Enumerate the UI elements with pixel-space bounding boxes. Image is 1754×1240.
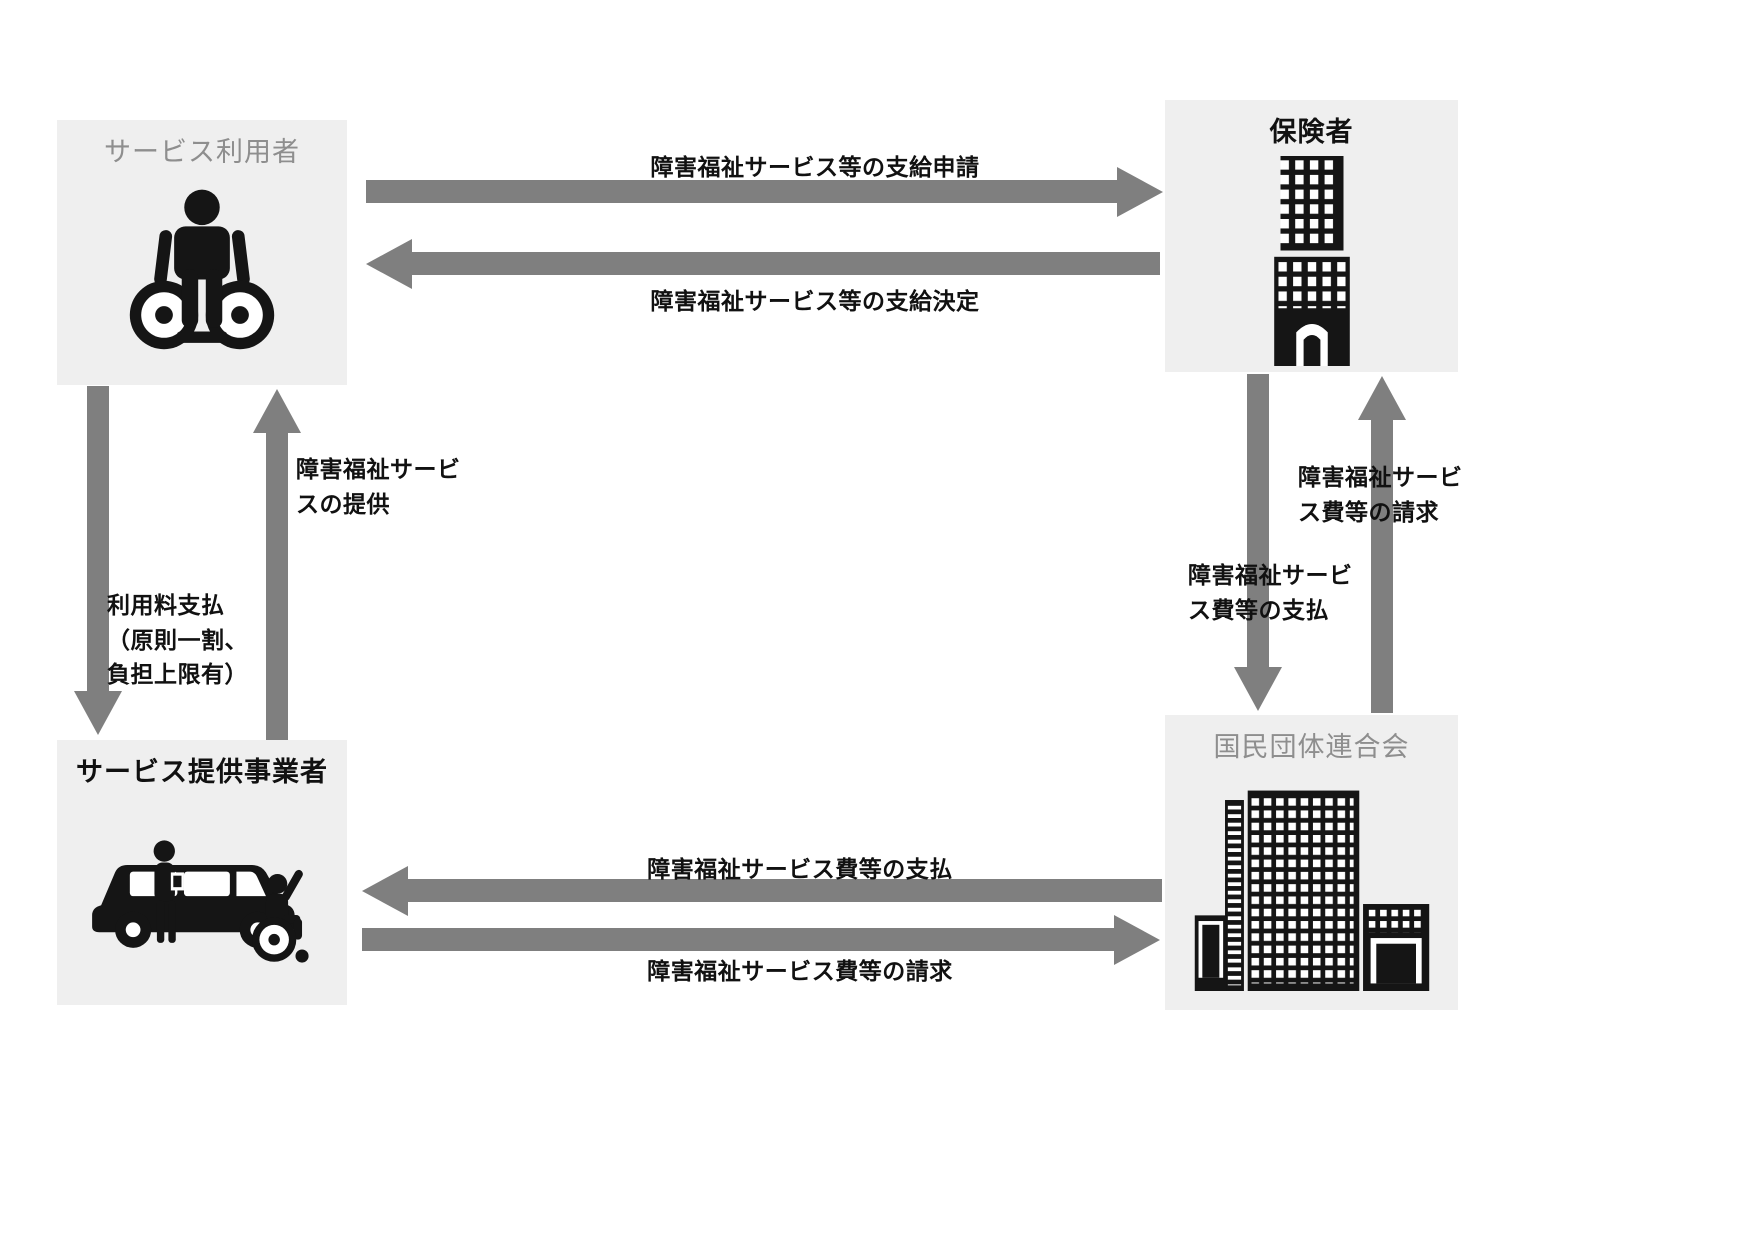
node-federation: 国民団体連合会 — [1165, 715, 1458, 1010]
wheelchair-passenger-figure — [252, 869, 309, 963]
arrow-label-benefit-payment-to-federation: 障害福祉サービ ス費等の支払 — [1188, 562, 1353, 623]
arrow-label-grant-application: 障害福祉サービス等の支給申請 — [650, 154, 980, 180]
node-insurer-icon-wrap — [1165, 149, 1458, 372]
node-service-user: サービス利用者 — [57, 120, 347, 385]
arrow-shaft — [1247, 374, 1269, 668]
node-service-user-label: サービス利用者 — [104, 137, 300, 167]
arrow-shaft — [87, 386, 109, 692]
arrow-head-left-icon — [366, 239, 412, 289]
arrow-head-left-icon — [362, 866, 408, 916]
arrow-shaft — [407, 879, 1162, 902]
federation-building-icon — [1194, 790, 1429, 991]
arrow-head-up-icon — [1358, 376, 1406, 420]
arrow-head-up-icon — [253, 389, 301, 433]
arrow-shaft — [411, 252, 1160, 275]
arrow-shaft — [1371, 419, 1393, 713]
node-service-provider-icon-wrap — [57, 789, 347, 1005]
caregiver-figure — [153, 840, 184, 943]
wheelchair-user-icon — [129, 189, 275, 350]
node-federation-icon-wrap — [1165, 764, 1458, 1010]
node-insurer-label: 保険者 — [1269, 117, 1354, 147]
arrow-head-down-icon — [1234, 667, 1282, 711]
arrow-label-benefit-claim-to-insurer: 障害福祉サービ ス費等の請求 — [1298, 464, 1463, 525]
node-insurer: 保険者 — [1165, 100, 1458, 372]
arrow-label-benefit-payment-to-provider: 障害福祉サービス費等の支払 — [647, 856, 953, 882]
node-service-provider: サービス提供事業者 — [57, 740, 347, 1005]
insurer-building-icon — [1273, 155, 1350, 366]
arrow-shaft — [266, 432, 288, 740]
arrow-head-down-icon — [74, 691, 122, 735]
care-vehicle-icon — [92, 840, 309, 963]
arrow-label-service-provision: 障害福祉サービ スの提供 — [296, 456, 461, 517]
arrow-head-right-icon — [1117, 167, 1163, 217]
arrow-label-benefit-claim-to-federation: 障害福祉サービス費等の請求 — [647, 958, 953, 984]
arrow-shaft — [362, 928, 1115, 951]
node-federation-label: 国民団体連合会 — [1213, 732, 1410, 762]
arrow-label-user-fee-payment: 利用料支払 （原則一割、 負担上限有） — [107, 592, 248, 687]
arrow-head-right-icon — [1114, 915, 1160, 965]
arrow-label-grant-decision: 障害福祉サービス等の支給決定 — [650, 288, 980, 314]
node-service-provider-label: サービス提供事業者 — [76, 757, 328, 787]
node-service-user-icon-wrap — [57, 169, 347, 385]
arrow-shaft — [366, 180, 1118, 203]
